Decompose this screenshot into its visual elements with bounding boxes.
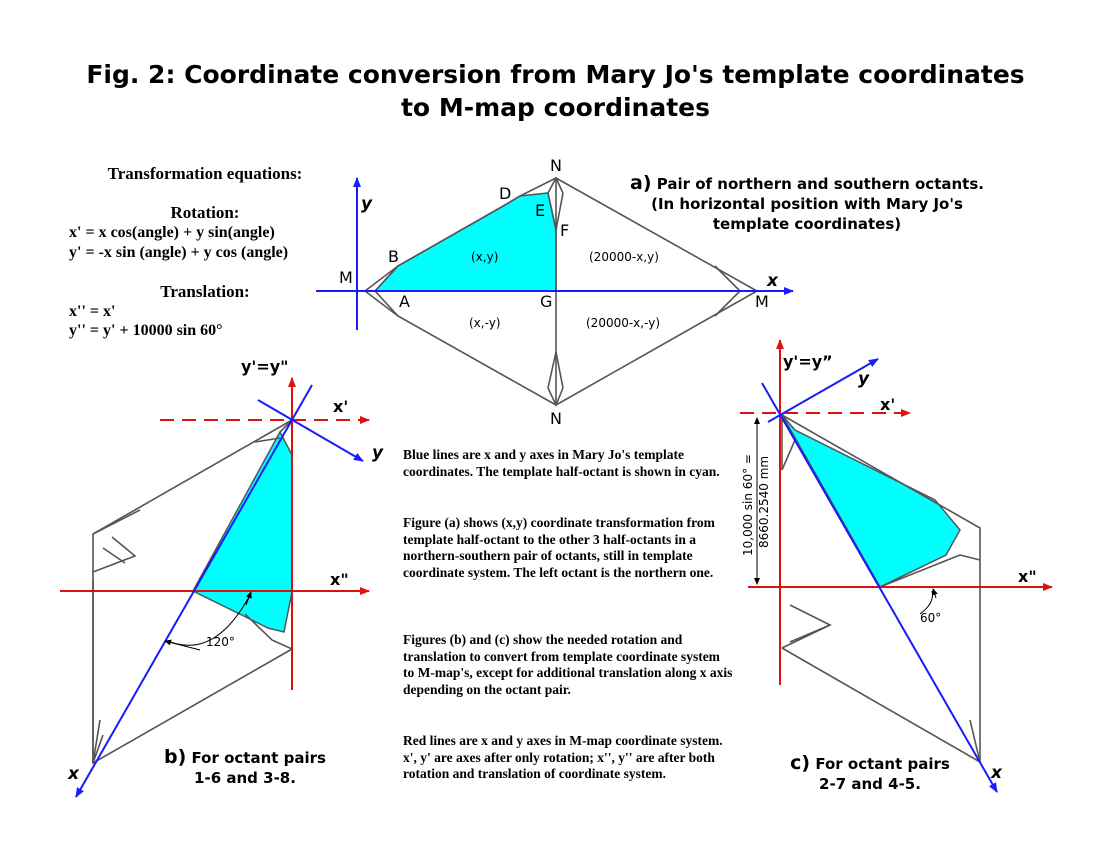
note-red-axes: Red lines are x and y axes in M-map coor… bbox=[403, 733, 723, 781]
point-label-m-right: M bbox=[755, 292, 769, 311]
figure-c: 10,000 sin 60° = 8660.2540 mm 60° y'=y” … bbox=[740, 339, 1053, 793]
fig-b-angle-label: 120° bbox=[206, 635, 235, 649]
template-half-octant bbox=[373, 192, 557, 292]
point-label-a: A bbox=[399, 292, 410, 311]
note-blue-axes: Blue lines are x and y axes in Mary Jo's… bbox=[403, 447, 720, 479]
rotation-equation-1: x' = x cos(angle) + y sin(angle) bbox=[69, 224, 275, 241]
figure-title: Fig. 2: Coordinate conversion from Mary … bbox=[0, 58, 1111, 124]
caption-b-line-1: For octant pairs bbox=[191, 749, 326, 767]
caption-c: c) For octant pairs 2-7 and 4-5. bbox=[770, 753, 970, 794]
translation-heading: Translation: bbox=[160, 282, 250, 301]
fig-b-y-axis bbox=[257, 399, 364, 462]
point-label-b: B bbox=[388, 247, 399, 266]
fig-a-axis-y-label: y bbox=[361, 194, 373, 214]
quadrant-upper-right: (20000-x,y) bbox=[589, 250, 659, 264]
fig-c-angle-arrow bbox=[932, 588, 938, 599]
note-figures-b-c: Figures (b) and (c) show the needed rota… bbox=[403, 632, 733, 697]
fig-c-y-label: y bbox=[858, 369, 870, 389]
caption-b: b) For octant pairs 1-6 and 3-8. bbox=[140, 747, 350, 788]
rotation-equation-2: y' = -x sin (angle) + y cos (angle) bbox=[69, 244, 289, 261]
caption-c-line-2: 2-7 and 4-5. bbox=[819, 775, 921, 793]
fig-c-angle-label: 60° bbox=[920, 611, 941, 625]
fig-a-axis-x-label: x bbox=[766, 271, 779, 291]
caption-a-line-1: Pair of northern and southern octants. bbox=[656, 175, 984, 193]
fig-b-y-label: y bbox=[372, 443, 384, 463]
point-label-n-top: N bbox=[550, 156, 562, 175]
fig-c-offset-label-2: 8660.2540 mm bbox=[757, 456, 771, 548]
quadrant-lower-right: (20000-x,-y) bbox=[586, 316, 660, 330]
fig-b-xp-label: x' bbox=[333, 397, 348, 416]
point-label-g: G bbox=[540, 292, 552, 311]
fig-b-half-octant bbox=[191, 430, 293, 633]
title-line-1: Fig. 2: Coordinate conversion from Mary … bbox=[86, 60, 1025, 89]
point-label-d: D bbox=[499, 184, 511, 203]
translation-equation-2: y'' = y' + 10000 sin 60° bbox=[69, 322, 223, 339]
fig-b-angle-arrow bbox=[164, 639, 201, 651]
fig-b-xpp-label: x" bbox=[330, 570, 349, 589]
point-label-n-bottom: N bbox=[550, 409, 562, 428]
fig-c-offset-label-1: 10,000 sin 60° = bbox=[741, 454, 755, 556]
figure-a: y x N D E F B M A G M N (x,y) (20000-x,y… bbox=[316, 156, 794, 428]
fig-c-octant-outline bbox=[781, 414, 981, 764]
caption-a-line-2: (In horizontal position with Mary Jo's bbox=[651, 195, 963, 213]
caption-b-letter: b) bbox=[164, 746, 187, 768]
fig-c-xp-label: x' bbox=[880, 395, 895, 414]
fig-c-ypp-label: y'=y” bbox=[783, 352, 833, 371]
quadrant-lower-left: (x,-y) bbox=[469, 316, 501, 330]
fig-c-y-axis bbox=[767, 358, 879, 423]
point-label-m-left: M bbox=[339, 268, 353, 287]
fig-b-x-label: x bbox=[67, 764, 80, 784]
note-figure-a: Figure (a) shows (x,y) coordinate transf… bbox=[403, 515, 715, 580]
fig-c-x-label: x bbox=[990, 763, 1003, 783]
caption-a: a) Pair of northern and southern octants… bbox=[612, 173, 1002, 234]
fig-c-x-axis bbox=[761, 382, 998, 793]
fig-b-x-axis bbox=[75, 384, 313, 798]
point-label-f: F bbox=[560, 221, 569, 240]
figure-b: 120° y'=y" x' x" y x bbox=[60, 357, 384, 798]
quadrant-upper-left: (x,y) bbox=[471, 250, 498, 264]
caption-c-line-1: For octant pairs bbox=[815, 755, 950, 773]
fig-b-angle-arrow-2 bbox=[245, 591, 252, 606]
caption-c-letter: c) bbox=[790, 752, 811, 774]
point-label-e: E bbox=[535, 201, 545, 220]
fig-c-xpp-label: x" bbox=[1018, 567, 1037, 586]
caption-a-letter: a) bbox=[630, 172, 652, 194]
caption-b-line-2: 1-6 and 3-8. bbox=[194, 769, 296, 787]
rotation-heading: Rotation: bbox=[170, 203, 240, 222]
title-line-2: to M-map coordinates bbox=[400, 93, 711, 122]
caption-a-line-3: template coordinates) bbox=[712, 215, 902, 233]
fig-b-ypp-label: y'=y" bbox=[241, 357, 289, 376]
equations-heading: Transformation equations: bbox=[107, 164, 303, 183]
translation-equation-1: x'' = x' bbox=[69, 303, 116, 320]
left-octant-outline bbox=[364, 177, 564, 406]
fig-b-octant-outline bbox=[92, 419, 293, 765]
